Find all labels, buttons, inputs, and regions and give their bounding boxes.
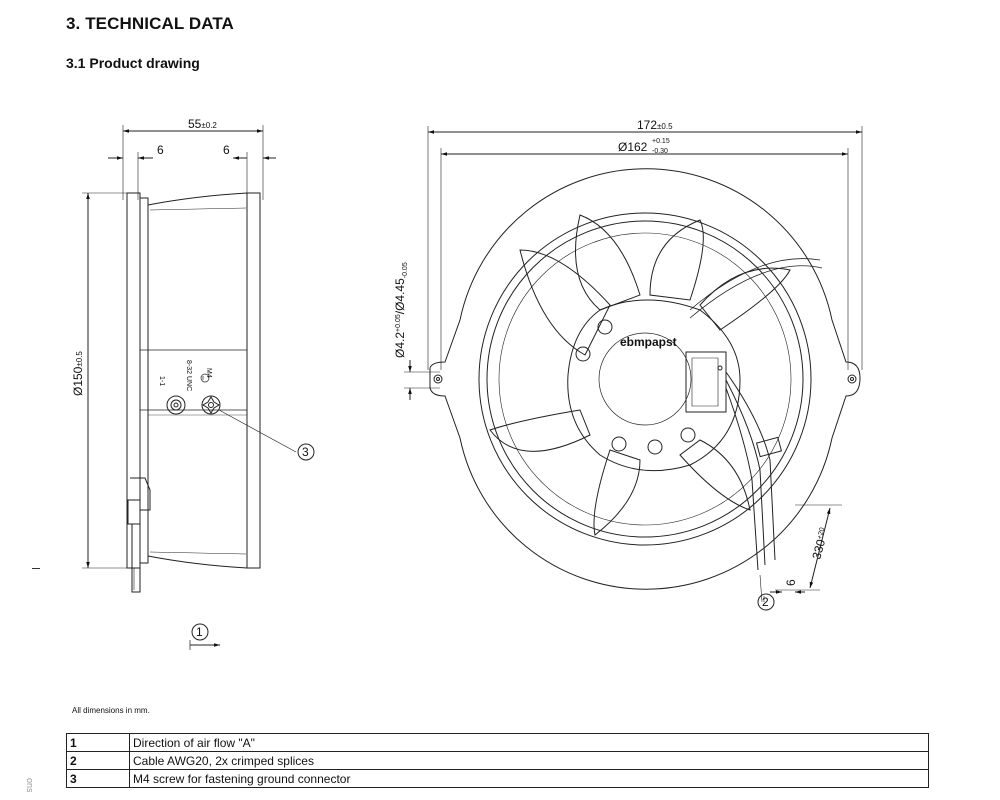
diameter-tol-plus: +0.15 [652, 138, 670, 145]
brand-logo: ebmpapst [620, 335, 677, 349]
ground-label-code: 8-32 UNC [185, 360, 192, 391]
flange-left-label: 6 [157, 143, 164, 157]
width-label: 172±0.5 [637, 118, 673, 132]
front-view [404, 126, 863, 611]
cable-length-label: 330+20 [809, 526, 831, 561]
legend-table: 1 Direction of air flow "A" 2 Cable AWG2… [66, 733, 929, 788]
depth-label: 55±0.2 [188, 117, 217, 131]
flange-right-label: 6 [223, 143, 230, 157]
hole-label: Ø4.2+0.05/Ø4.45-0.05 [393, 262, 409, 358]
section-title: 3. TECHNICAL DATA [66, 14, 234, 33]
legend-text: M4 screw for fastening ground connector [129, 769, 929, 788]
callout-2: 2 [762, 595, 769, 609]
side-view [82, 125, 315, 650]
table-row: 1 Direction of air flow "A" [66, 733, 929, 752]
margin-tick [32, 568, 40, 569]
product-drawing: 55±0.2 6 6 Ø150±0.5 M4 8-32 UNC 1-1 3 1 [71, 117, 863, 650]
table-row: 2 Cable AWG20, 2x crimped splices [66, 751, 929, 770]
subsection-title: 3.1 Product drawing [66, 55, 200, 71]
cable-strip-label: 6 [784, 579, 798, 586]
ground-label-pin: 1-1 [158, 376, 165, 386]
legend-text: Direction of air flow "A" [129, 733, 929, 752]
table-row: 3 M4 screw for fastening ground connecto… [66, 769, 929, 788]
legend-num: 1 [66, 733, 130, 752]
legend-num: 2 [66, 751, 130, 770]
callout-1: 1 [196, 625, 203, 639]
callout-3: 3 [302, 445, 309, 459]
diameter-tol-minus: -0.30 [652, 148, 668, 155]
legend-num: 3 [66, 769, 130, 788]
dimensions-note: All dimensions in mm. [72, 706, 150, 715]
height-label: Ø150±0.5 [71, 351, 85, 396]
ground-label-m4: M4 [205, 368, 212, 378]
legend-text: Cable AWG20, 2x crimped splices [129, 751, 929, 770]
ground-symbol-icon [200, 373, 210, 383]
diameter-label: Ø162 [618, 140, 648, 154]
margin-side-text: ons [25, 778, 35, 793]
